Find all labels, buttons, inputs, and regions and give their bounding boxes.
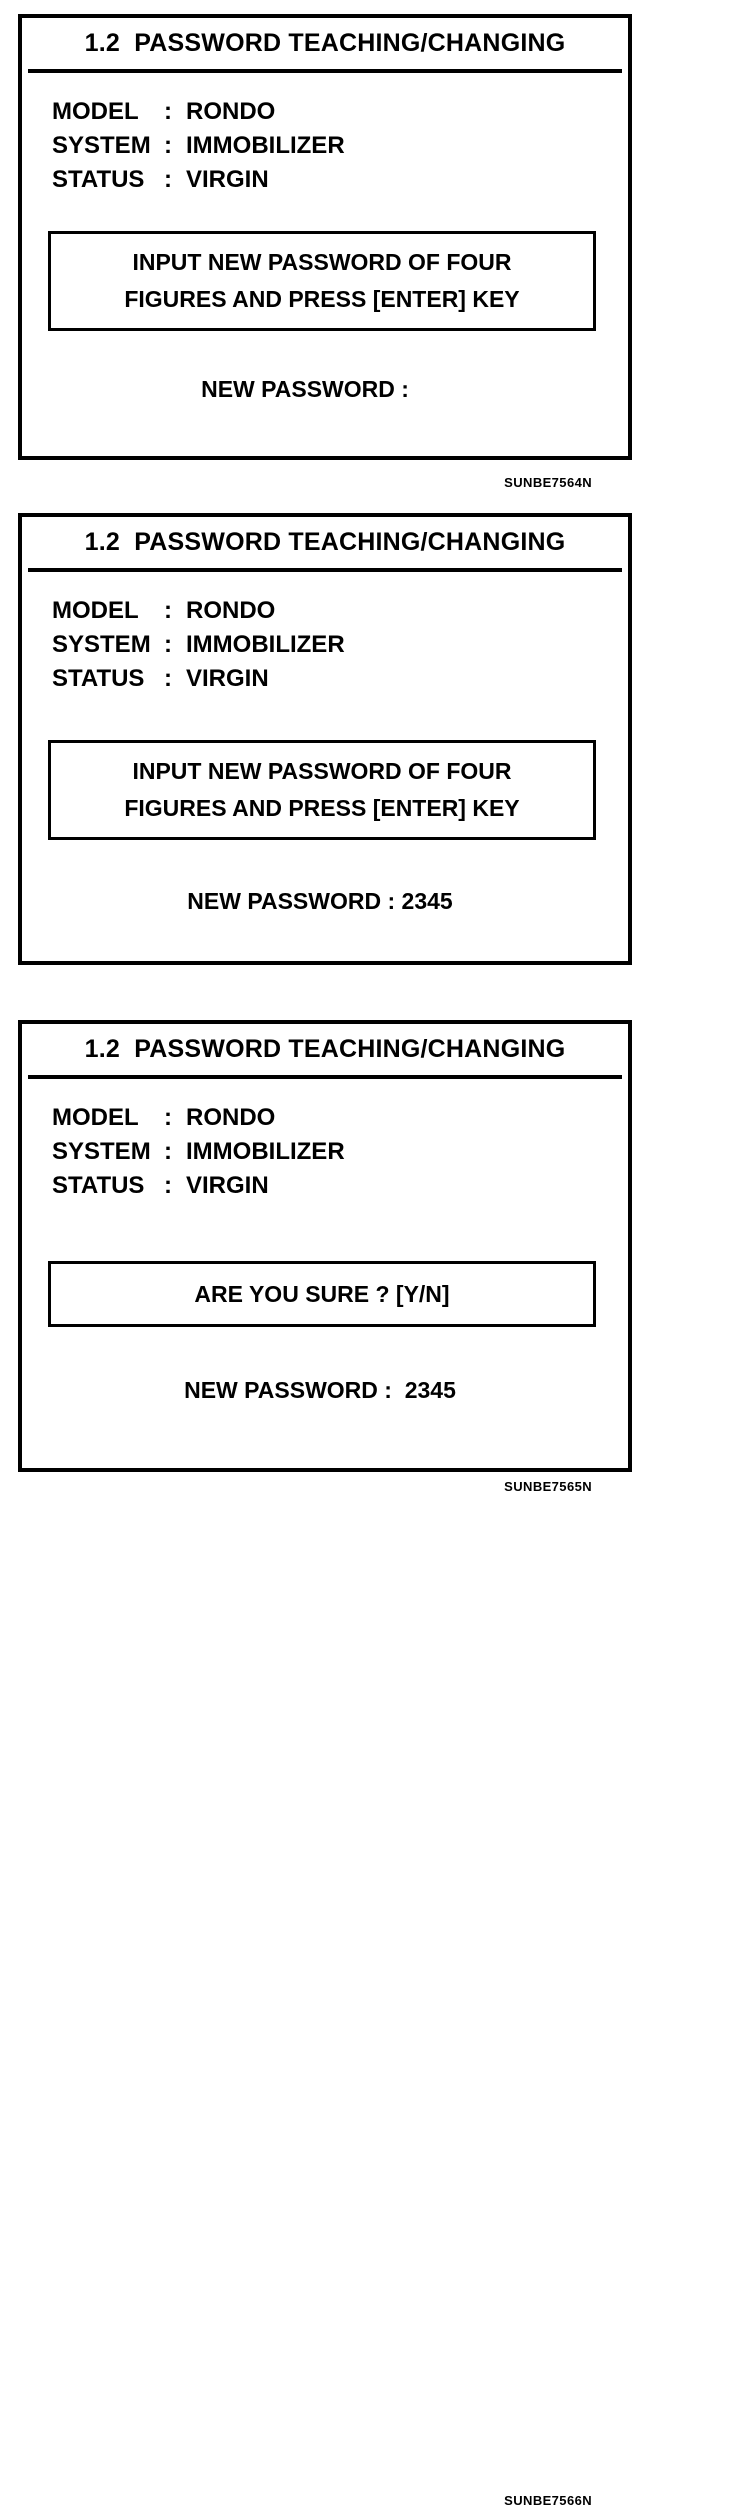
confirm-prompt: ARE YOU SURE ? [Y/N]: [194, 1280, 450, 1307]
info-value-model: RONDO: [186, 98, 276, 125]
scanner-screen-figure-2: 1.2 PASSWORD TEACHING/CHANGING MODEL : R…: [18, 513, 632, 1493]
info-row-model: MODEL : RONDO: [52, 594, 345, 628]
scanner-screen-figure-1: 1.2 PASSWORD TEACHING/CHANGING MODEL : R…: [18, 14, 632, 489]
instruction-line-1: INPUT NEW PASSWORD OF FOUR: [132, 758, 512, 784]
info-label-model: MODEL: [52, 1104, 139, 1131]
info-label-model: MODEL: [52, 98, 139, 125]
screen-title-bar: 1.2 PASSWORD TEACHING/CHANGING: [28, 517, 622, 572]
screen-title: 1.2 PASSWORD TEACHING/CHANGING: [84, 29, 566, 57]
vehicle-info-block: MODEL : RONDO SYSTEM : IMMOBILIZER STATU…: [52, 1101, 345, 1203]
scanner-screen: 1.2 PASSWORD TEACHING/CHANGING MODEL : R…: [18, 14, 632, 460]
info-colon-status: :: [164, 166, 172, 194]
instruction-message-box: INPUT NEW PASSWORD OF FOUR FIGURES AND P…: [48, 740, 596, 840]
info-row-status: STATUS : VIRGIN: [52, 1169, 345, 1203]
info-row-model: MODEL : RONDO: [52, 1101, 345, 1135]
info-value-model: RONDO: [186, 1104, 276, 1131]
screen-title-bar: 1.2 PASSWORD TEACHING/CHANGING: [28, 1024, 622, 1079]
info-label-status: STATUS: [52, 665, 145, 693]
scanner-screen-figure-3: 1.2 PASSWORD TEACHING/CHANGING MODEL : R…: [18, 1020, 632, 2507]
info-value-system: IMMOBILIZER: [186, 631, 345, 659]
info-row-system: SYSTEM : IMMOBILIZER: [52, 129, 345, 163]
info-colon-model: :: [164, 1104, 172, 1131]
info-colon-status: :: [164, 1172, 172, 1200]
info-row-status: STATUS : VIRGIN: [52, 163, 345, 197]
instruction-line-2: FIGURES AND PRESS [ENTER] KEY: [124, 286, 520, 312]
vehicle-info-block: MODEL : RONDO SYSTEM : IMMOBILIZER STATU…: [52, 95, 345, 197]
screen-title-bar: 1.2 PASSWORD TEACHING/CHANGING: [28, 18, 622, 73]
figure-id-caption: SUNBE7566N: [504, 2493, 592, 2508]
info-colon-system: :: [164, 1138, 172, 1166]
new-password-readout: NEW PASSWORD : 2345: [184, 1377, 456, 1403]
figure-id-caption: SUNBE7565N: [504, 1479, 592, 1494]
info-label-status: STATUS: [52, 166, 145, 194]
screen-title: 1.2 PASSWORD TEACHING/CHANGING: [84, 1035, 566, 1063]
info-row-system: SYSTEM : IMMOBILIZER: [52, 628, 345, 662]
info-value-status: VIRGIN: [186, 166, 269, 194]
scanner-screen: 1.2 PASSWORD TEACHING/CHANGING MODEL : R…: [18, 513, 632, 965]
info-label-system: SYSTEM: [52, 631, 151, 659]
instruction-message-box: INPUT NEW PASSWORD OF FOUR FIGURES AND P…: [48, 231, 596, 331]
info-value-model: RONDO: [186, 597, 276, 624]
screen-title: 1.2 PASSWORD TEACHING/CHANGING: [84, 528, 566, 556]
figure-id-caption: SUNBE7564N: [504, 475, 592, 490]
info-row-status: STATUS : VIRGIN: [52, 662, 345, 696]
info-colon-model: :: [164, 98, 172, 125]
info-colon-system: :: [164, 132, 172, 160]
info-colon-status: :: [164, 665, 172, 693]
info-label-system: SYSTEM: [52, 132, 151, 160]
info-value-system: IMMOBILIZER: [186, 1138, 345, 1166]
info-value-status: VIRGIN: [186, 1172, 269, 1200]
info-value-status: VIRGIN: [186, 665, 269, 693]
info-label-model: MODEL: [52, 597, 139, 624]
instruction-line-2: FIGURES AND PRESS [ENTER] KEY: [124, 795, 520, 821]
figure-stack: 1.2 PASSWORD TEACHING/CHANGING MODEL : R…: [18, 14, 632, 2507]
vehicle-info-block: MODEL : RONDO SYSTEM : IMMOBILIZER STATU…: [52, 594, 345, 696]
info-row-system: SYSTEM : IMMOBILIZER: [52, 1135, 345, 1169]
screen-body: MODEL : RONDO SYSTEM : IMMOBILIZER STATU…: [22, 73, 628, 456]
info-colon-model: :: [164, 597, 172, 624]
screen-body: MODEL : RONDO SYSTEM : IMMOBILIZER STATU…: [22, 1079, 628, 1468]
info-label-system: SYSTEM: [52, 1138, 151, 1166]
scanner-screen: 1.2 PASSWORD TEACHING/CHANGING MODEL : R…: [18, 1020, 632, 1472]
info-label-status: STATUS: [52, 1172, 145, 1200]
confirm-message-box: ARE YOU SURE ? [Y/N]: [48, 1261, 596, 1327]
info-colon-system: :: [164, 631, 172, 659]
instruction-line-1: INPUT NEW PASSWORD OF FOUR: [132, 249, 512, 275]
info-row-model: MODEL : RONDO: [52, 95, 345, 129]
info-value-system: IMMOBILIZER: [186, 132, 345, 160]
screen-body: MODEL : RONDO SYSTEM : IMMOBILIZER STATU…: [22, 572, 628, 961]
new-password-readout: NEW PASSWORD :: [201, 376, 409, 402]
new-password-readout: NEW PASSWORD : 2345: [187, 888, 453, 914]
